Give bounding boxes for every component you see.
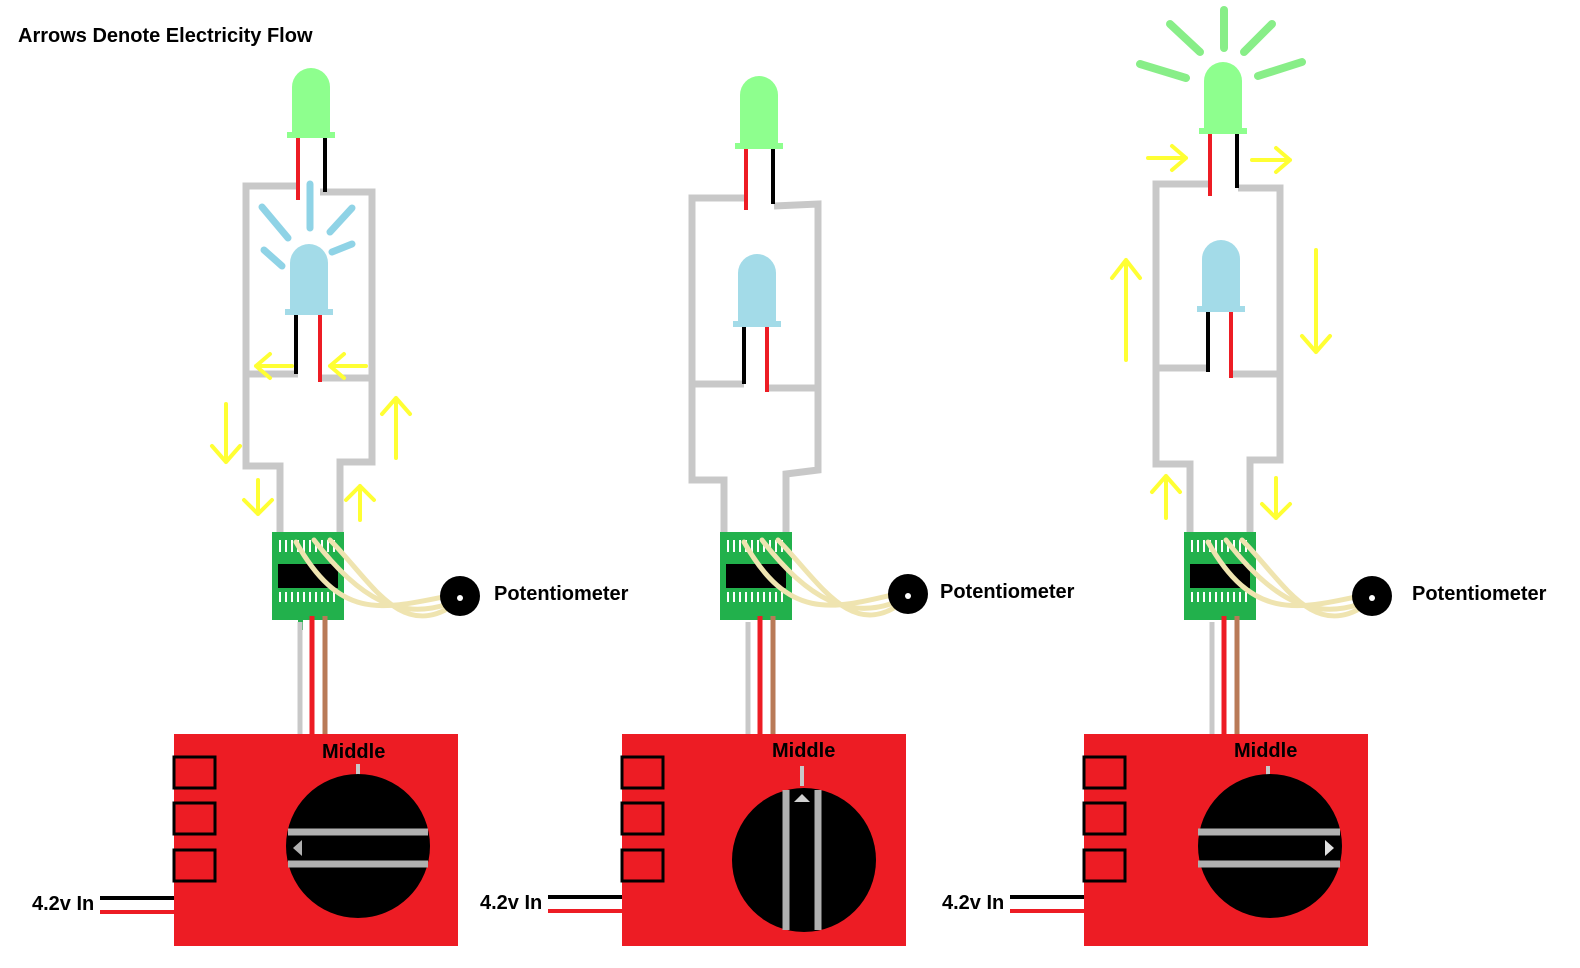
output-leads [297,616,328,734]
dial-pointer-up-icon [794,794,810,802]
wire-frame [688,194,822,540]
pot-wires [293,537,455,619]
blue-led [1197,240,1245,378]
flow-arrows [210,352,412,522]
panel-1: Potentiometer Middle 4.2v In [32,68,629,946]
potentiometer-knob [440,576,480,616]
potentiometer-knob [1352,576,1392,616]
panel-2: Potentiometer Middle 4.2v In [480,76,1075,946]
selector-dial [1198,774,1342,918]
blue-led [285,244,333,382]
board-connectors [172,755,217,883]
input-label: 4.2v In [32,893,94,915]
input-label: 4.2v In [480,892,542,914]
driver-module [272,532,344,630]
green-led [287,68,335,200]
wire-frame [1152,180,1284,540]
green-led-glow [1136,6,1306,82]
panel-3: Potentiometer Middle 4.2v In [942,6,1547,946]
output-leads [745,616,776,734]
potentiometer-label: Potentiometer [494,583,629,605]
input-label: 4.2v In [942,892,1004,914]
dial-pointer-right-icon [1325,840,1334,856]
input-leads [1010,895,1084,913]
dial-pointer-left-icon [293,840,302,856]
middle-label: Middle [322,741,385,763]
flow-arrows [1110,144,1332,520]
driver-module [720,532,792,620]
pot-wires [741,537,903,618]
diagram-title: Arrows Denote Electricity Flow [18,25,313,47]
board-connectors [1082,755,1127,883]
wire-frame [242,182,376,540]
green-led [735,76,783,210]
input-leads [548,895,622,913]
selector-dial [286,774,430,918]
output-leads [1209,616,1240,734]
green-led [1199,62,1247,196]
blue-led [733,254,781,392]
pot-wires [1205,537,1367,619]
input-leads [100,896,174,914]
selector-dial [732,788,876,932]
middle-label: Middle [1234,740,1297,762]
middle-label: Middle [772,740,835,762]
potentiometer-label: Potentiometer [940,581,1075,603]
potentiometer-knob [888,574,928,614]
blue-led-glow [258,180,356,270]
board-connectors [620,755,665,883]
potentiometer-label: Potentiometer [1412,583,1547,605]
